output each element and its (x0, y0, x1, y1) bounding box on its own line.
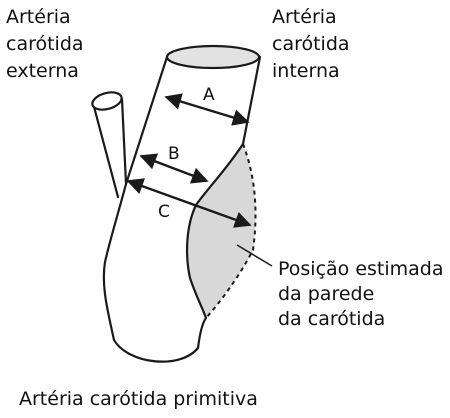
external-carotid-label: Artéria carótida externa (6, 6, 90, 82)
internal-carotid-opening (167, 46, 259, 68)
external-carotid-opening (90, 89, 123, 112)
measurement-b-label: B (168, 144, 180, 164)
measurement-a-label: A (203, 85, 215, 105)
internal-carotid-label: Artéria carótida interna (272, 6, 356, 82)
estimated-wall-label: Posição estimada da parede da carótida (278, 258, 450, 330)
measurement-c-label: C (158, 202, 170, 222)
external-carotid-outline (93, 99, 126, 197)
common-carotid-label: Artéria carótida primitiva (19, 388, 258, 410)
estimated-wall-region (187, 144, 255, 318)
